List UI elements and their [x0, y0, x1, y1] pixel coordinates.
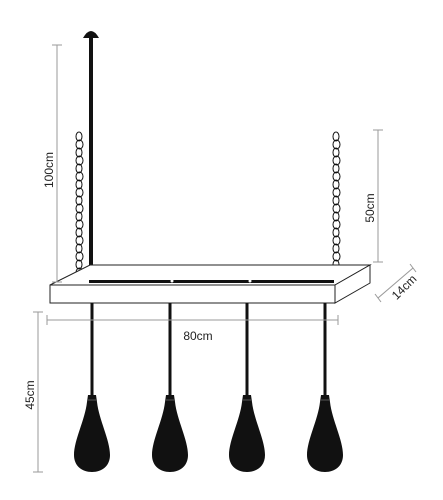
board-side-face [334, 264, 371, 304]
chain-link [332, 195, 340, 206]
left-chain [75, 131, 84, 278]
chain-link [75, 203, 84, 214]
chain-link [75, 187, 84, 198]
dim-tick [374, 293, 382, 303]
chain-link [75, 171, 84, 182]
bar-bolt [248, 279, 252, 283]
lamp-cord [245, 303, 249, 395]
chain-link [75, 259, 83, 270]
chain-link [332, 227, 340, 238]
right-chain [332, 131, 341, 278]
chain-link [332, 171, 341, 182]
chain-link [332, 179, 340, 190]
chain-link [332, 163, 340, 174]
chain-link [75, 131, 83, 142]
width-label: 80cm [183, 329, 212, 343]
depth-dim-line [377, 267, 414, 299]
chain-link [332, 235, 341, 246]
chain-link [332, 203, 341, 214]
bottle-lamp-shade [74, 395, 110, 472]
chain-link [332, 187, 341, 198]
chain-link [332, 155, 341, 166]
bottle-lamp-shade [307, 395, 343, 472]
bottle-lamp-shade [152, 395, 188, 472]
chain-link [75, 243, 83, 254]
chain-link [75, 147, 83, 158]
drop-height-label: 100cm [42, 152, 56, 188]
chain-link [75, 219, 84, 230]
top-bar [89, 280, 334, 283]
chain-link [332, 147, 340, 158]
chain-link [75, 155, 84, 166]
chain-link [75, 227, 83, 238]
chain-link [332, 243, 340, 254]
chain-link [332, 251, 341, 262]
chain-link [332, 219, 341, 230]
chain-link [75, 235, 84, 246]
pendant-height-label: 45cm [23, 380, 37, 409]
bottle-lamp-shade [229, 395, 265, 472]
lamp-group [74, 303, 343, 472]
ceiling-canopy [83, 31, 99, 38]
depth-label: 14cm [389, 272, 420, 303]
chain-link [332, 139, 341, 150]
chain-link [75, 163, 83, 174]
chain-link [75, 211, 83, 222]
suspension-rod [89, 37, 93, 285]
chain-link [332, 131, 340, 142]
chain-link [75, 179, 83, 190]
chain-link [75, 195, 83, 206]
chain-height-label: 50cm [363, 193, 377, 222]
bar-bolt [170, 279, 174, 283]
lamp-cord [90, 303, 94, 395]
lamp-cord [323, 303, 327, 395]
lamp-cord [168, 303, 172, 395]
wooden-board [49, 264, 372, 304]
board-front-face [49, 284, 336, 304]
dim-tick [409, 263, 417, 273]
chain-link [332, 211, 340, 222]
chain-link [75, 251, 84, 262]
chain-link [75, 139, 84, 150]
dimension-lines [33, 44, 417, 473]
